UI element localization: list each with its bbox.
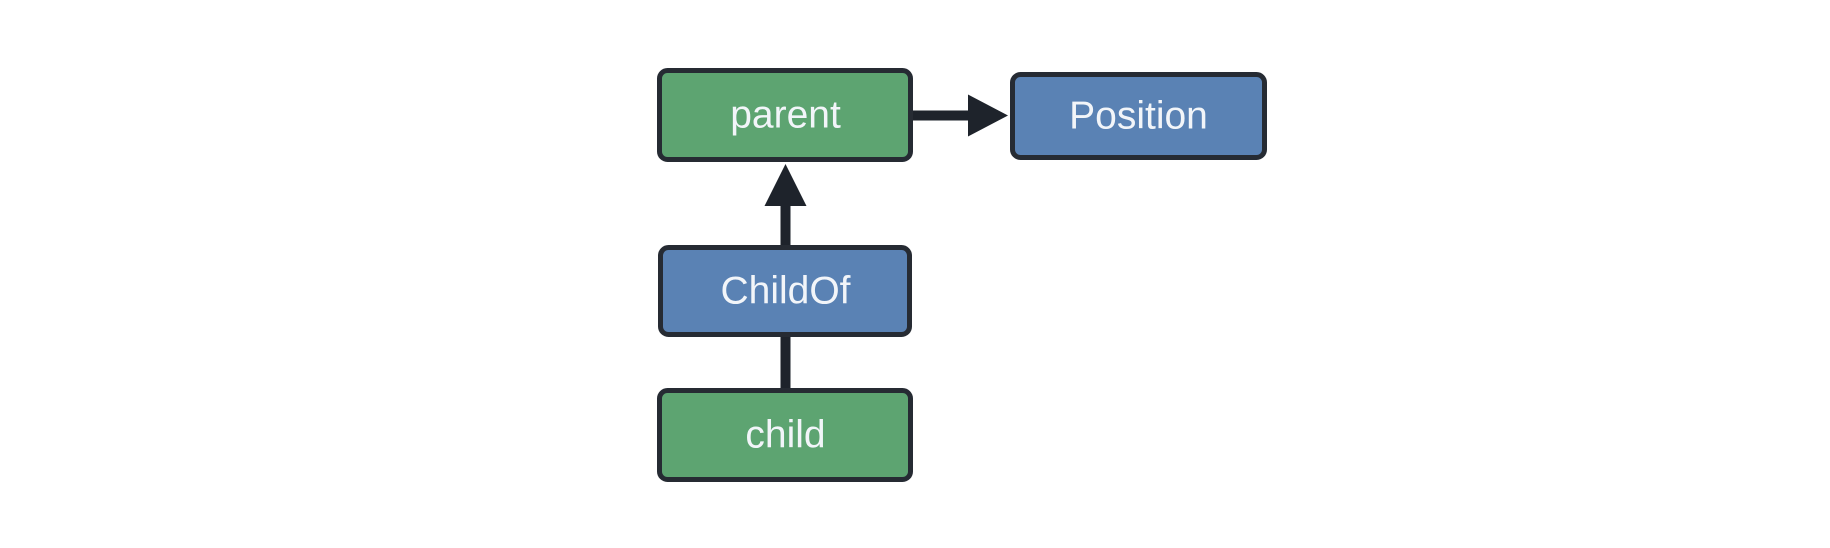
edge-parent-to-position (911, 94, 1008, 137)
node-position: Position (1010, 72, 1267, 160)
node-parent-label: parent (730, 94, 841, 137)
node-parent: parent (657, 68, 913, 162)
node-child: child (657, 388, 913, 482)
node-parent-box (657, 68, 913, 162)
node-child-label: child (745, 414, 825, 457)
arrowhead-right-icon (968, 94, 1008, 137)
node-position-box (1010, 72, 1267, 160)
node-childof-label: ChildOf (720, 270, 850, 313)
arrowhead-up-icon (764, 164, 807, 206)
node-childof-box (658, 245, 912, 337)
node-position-label: Position (1069, 95, 1208, 138)
node-childof: ChildOf (658, 245, 912, 337)
edge-childof-to-parent (764, 164, 807, 247)
node-child-box (657, 388, 913, 482)
